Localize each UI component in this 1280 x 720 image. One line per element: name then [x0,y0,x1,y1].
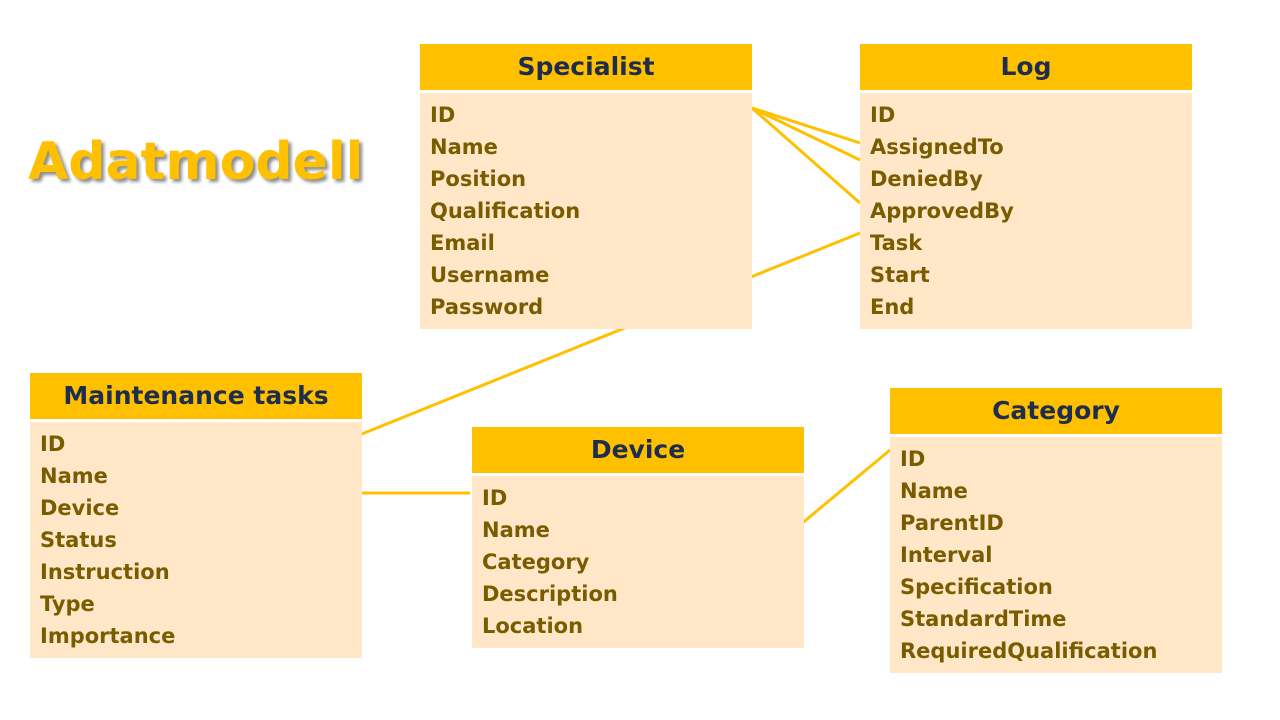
field-name: Name [900,479,968,503]
entity-header: Log [860,44,1192,90]
field-name: Name [482,518,550,542]
field-requiredqualification: RequiredQualification [900,639,1158,663]
field-name: Name [430,135,498,159]
entity-device: Device ID Name Category Description Loca… [472,427,804,648]
field-standardtime: StandardTime [900,607,1067,631]
field-task: Task [870,231,923,255]
entity-fields: ID Name Category Description Location [472,476,804,648]
field-id: ID [482,486,508,510]
field-id: ID [870,103,896,127]
field-description: Description [482,582,618,606]
field-approvedby: ApprovedBy [870,199,1014,223]
entity-specialist: Specialist ID Name Position Qualificatio… [420,44,752,329]
relation-specialist-log-deniedby [751,106,861,162]
entity-fields: ID Name Device Status Instruction Type I… [30,422,362,658]
field-name: Name [40,464,108,488]
field-status: Status [40,528,117,552]
field-type: Type [40,592,95,616]
entity-fields: ID AssignedTo DeniedBy ApprovedBy Task S… [860,93,1192,329]
field-id: ID [40,432,66,456]
entity-fields: ID Name ParentID Interval Specification … [890,437,1222,673]
field-username: Username [430,263,550,287]
field-start: Start [870,263,930,287]
entity-maintenance-tasks: Maintenance tasks ID Name Device Status … [30,373,362,658]
entity-header: Device [472,427,804,473]
entity-header: Category [890,388,1222,434]
field-instruction: Instruction [40,560,170,584]
field-deniedby: DeniedBy [870,167,983,191]
field-interval: Interval [900,543,993,567]
field-specification: Specification [900,575,1053,599]
field-id: ID [900,447,926,471]
field-qualification: Qualification [430,199,581,223]
field-assignedto: AssignedTo [870,135,1004,159]
entity-category: Category ID Name ParentID Interval Speci… [890,388,1222,673]
field-location: Location [482,614,584,638]
field-category: Category [482,550,590,574]
field-parentid: ParentID [900,511,1004,535]
field-id: ID [430,103,456,127]
entity-fields: ID Name Position Qualification Email Use… [420,93,752,329]
relation-specialist-log-approvedby [751,106,861,205]
field-importance: Importance [40,624,176,648]
relation-specialist-log-assignedto [751,106,861,145]
entity-log: Log ID AssignedTo DeniedBy ApprovedBy Ta… [860,44,1192,329]
field-end: End [870,295,915,319]
field-email: Email [430,231,495,255]
entity-header: Maintenance tasks [30,373,362,419]
field-password: Password [430,295,544,319]
field-device: Device [40,496,120,520]
diagram-title: Adatmodell [28,132,364,192]
entity-header: Specialist [420,44,752,90]
field-position: Position [430,167,527,191]
